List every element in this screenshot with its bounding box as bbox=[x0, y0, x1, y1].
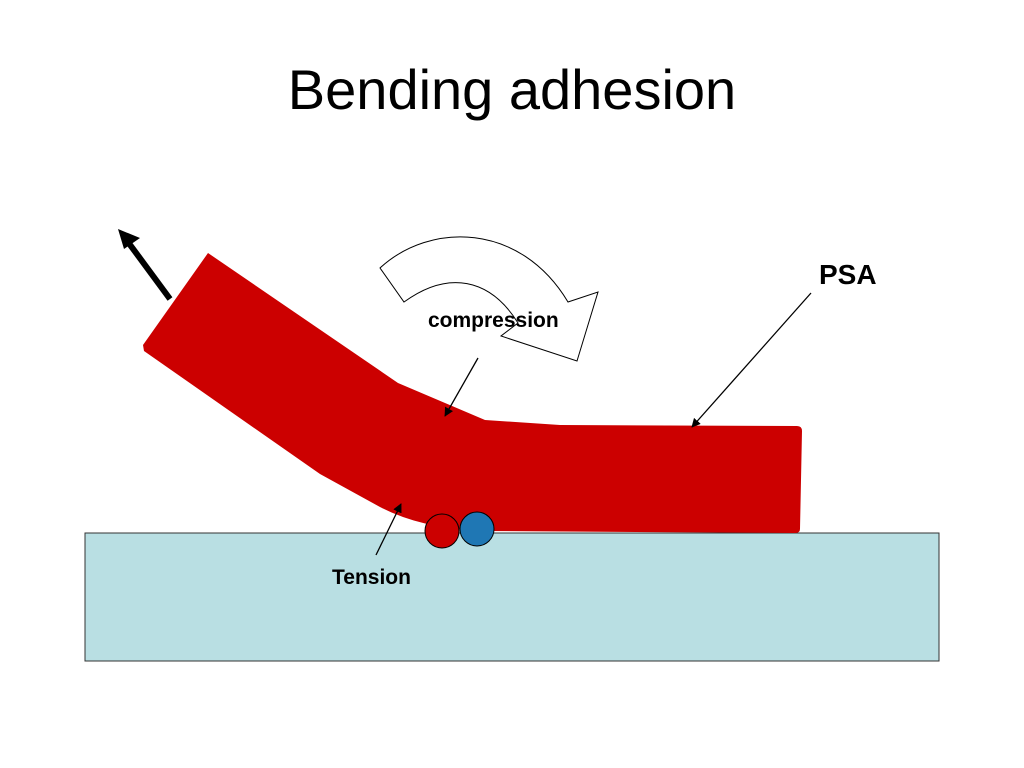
compression-leader-line bbox=[444, 357, 479, 417]
tension-leader-line bbox=[375, 503, 402, 556]
blue-particle bbox=[459, 511, 495, 547]
curved-arrow-clockwise-icon bbox=[379, 236, 599, 362]
psa-leader-line bbox=[691, 292, 812, 428]
arrow-up-left-icon bbox=[118, 229, 173, 301]
substrate bbox=[84, 532, 940, 662]
psa-tape bbox=[143, 253, 802, 533]
slide-title: Bending adhesion bbox=[287, 58, 737, 121]
compression-label: compression bbox=[428, 309, 559, 332]
red-particle bbox=[424, 513, 460, 549]
tension-label: Tension bbox=[332, 566, 411, 589]
psa-label: PSA bbox=[819, 259, 877, 290]
